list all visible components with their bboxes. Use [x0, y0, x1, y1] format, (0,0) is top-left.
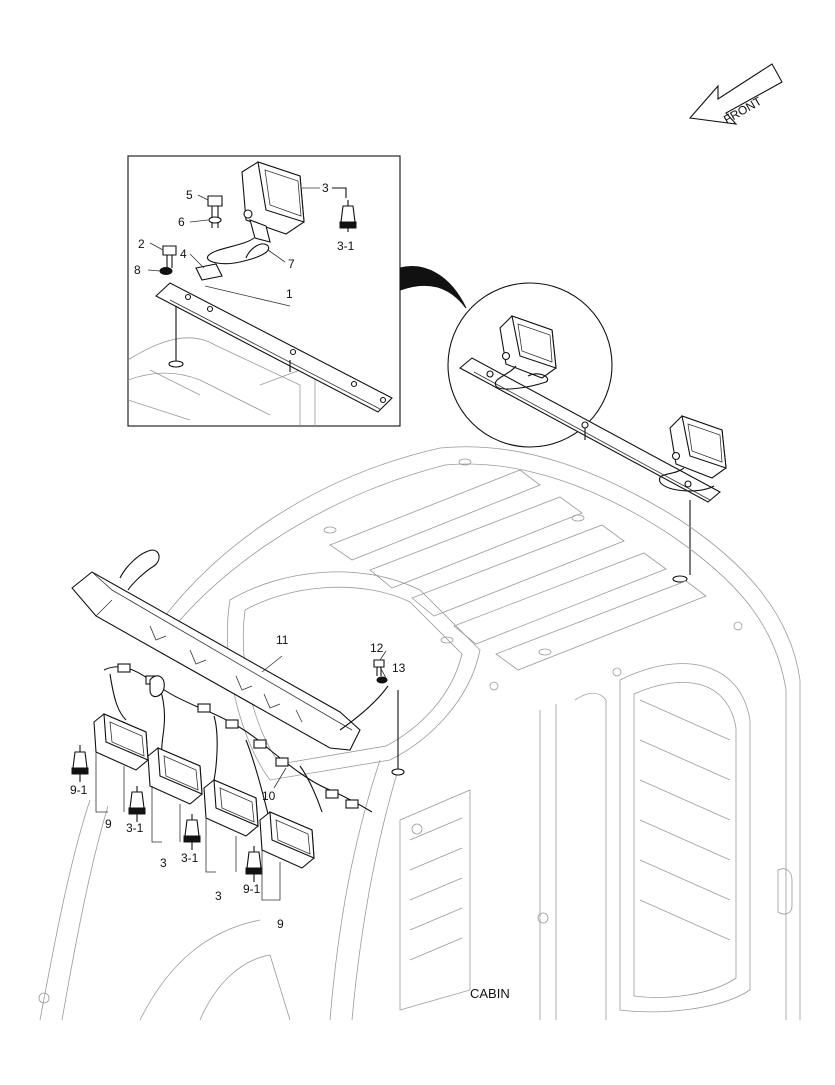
bulb-9-1-right — [245, 846, 263, 882]
magnified-detail-circle — [447, 282, 613, 448]
lamp-3-3 — [203, 779, 259, 837]
roof-bracket-assembly — [459, 315, 727, 583]
callout-4: 4 — [180, 247, 187, 261]
callout-9-1-left: 9-1 — [70, 783, 88, 797]
nut-8 — [159, 267, 173, 275]
front-label: FRONT — [721, 94, 764, 127]
lamp-wire — [206, 237, 270, 265]
bolt-12 — [373, 659, 385, 676]
detail-inset-box: 1 2 3 3-1 4 5 6 7 8 — [127, 155, 401, 427]
cabin-body — [38, 446, 801, 1021]
callout-12: 12 — [370, 641, 384, 655]
callout-9-right: 9 — [277, 917, 284, 931]
lamp-4-9 — [259, 811, 315, 869]
bulb-3-1-b — [183, 814, 201, 850]
mounting-bracket-bar — [155, 282, 393, 413]
callout-9-1-right: 9-1 — [243, 882, 261, 896]
bulb-9-1-left — [71, 745, 89, 782]
detail-pointer-arrow — [399, 266, 467, 309]
bolt-5 — [207, 195, 223, 228]
callout-3-b: 3 — [215, 889, 222, 903]
front-direction-arrow: FRONT — [688, 63, 783, 127]
callout-6: 6 — [178, 215, 185, 229]
callout-3-1-a: 3-1 — [126, 821, 144, 835]
callout-1: 1 — [286, 287, 293, 301]
bulb-3-1-a — [128, 786, 146, 822]
bolt-2 — [162, 245, 177, 268]
callout-11: 11 — [276, 633, 289, 647]
lamp-2-3 — [147, 747, 203, 805]
callout-5: 5 — [186, 188, 193, 202]
bulb-3-1-inset — [332, 187, 357, 232]
callout-8: 8 — [134, 263, 141, 277]
callout-13: 13 — [392, 661, 406, 675]
callout-2: 2 — [138, 237, 145, 251]
callout-7: 7 — [288, 257, 295, 271]
callout-10: 10 — [262, 789, 276, 803]
callout-3-inset: 3 — [322, 181, 329, 195]
callout-3-1-b: 3-1 — [181, 851, 199, 865]
nut-13 — [376, 676, 388, 684]
callout-3-a: 3 — [160, 856, 167, 870]
washer-6 — [208, 216, 222, 224]
section-caption: CABIN — [470, 986, 510, 1001]
wiring-harness — [103, 663, 373, 815]
callout-9-left: 9 — [105, 817, 112, 831]
front-light-guard — [71, 549, 405, 776]
work-lamp-inset — [241, 161, 305, 243]
lamp-1-9 — [93, 713, 149, 771]
lamp-bracket-plate — [195, 263, 223, 281]
callout-3-1-inset: 3-1 — [337, 239, 355, 253]
